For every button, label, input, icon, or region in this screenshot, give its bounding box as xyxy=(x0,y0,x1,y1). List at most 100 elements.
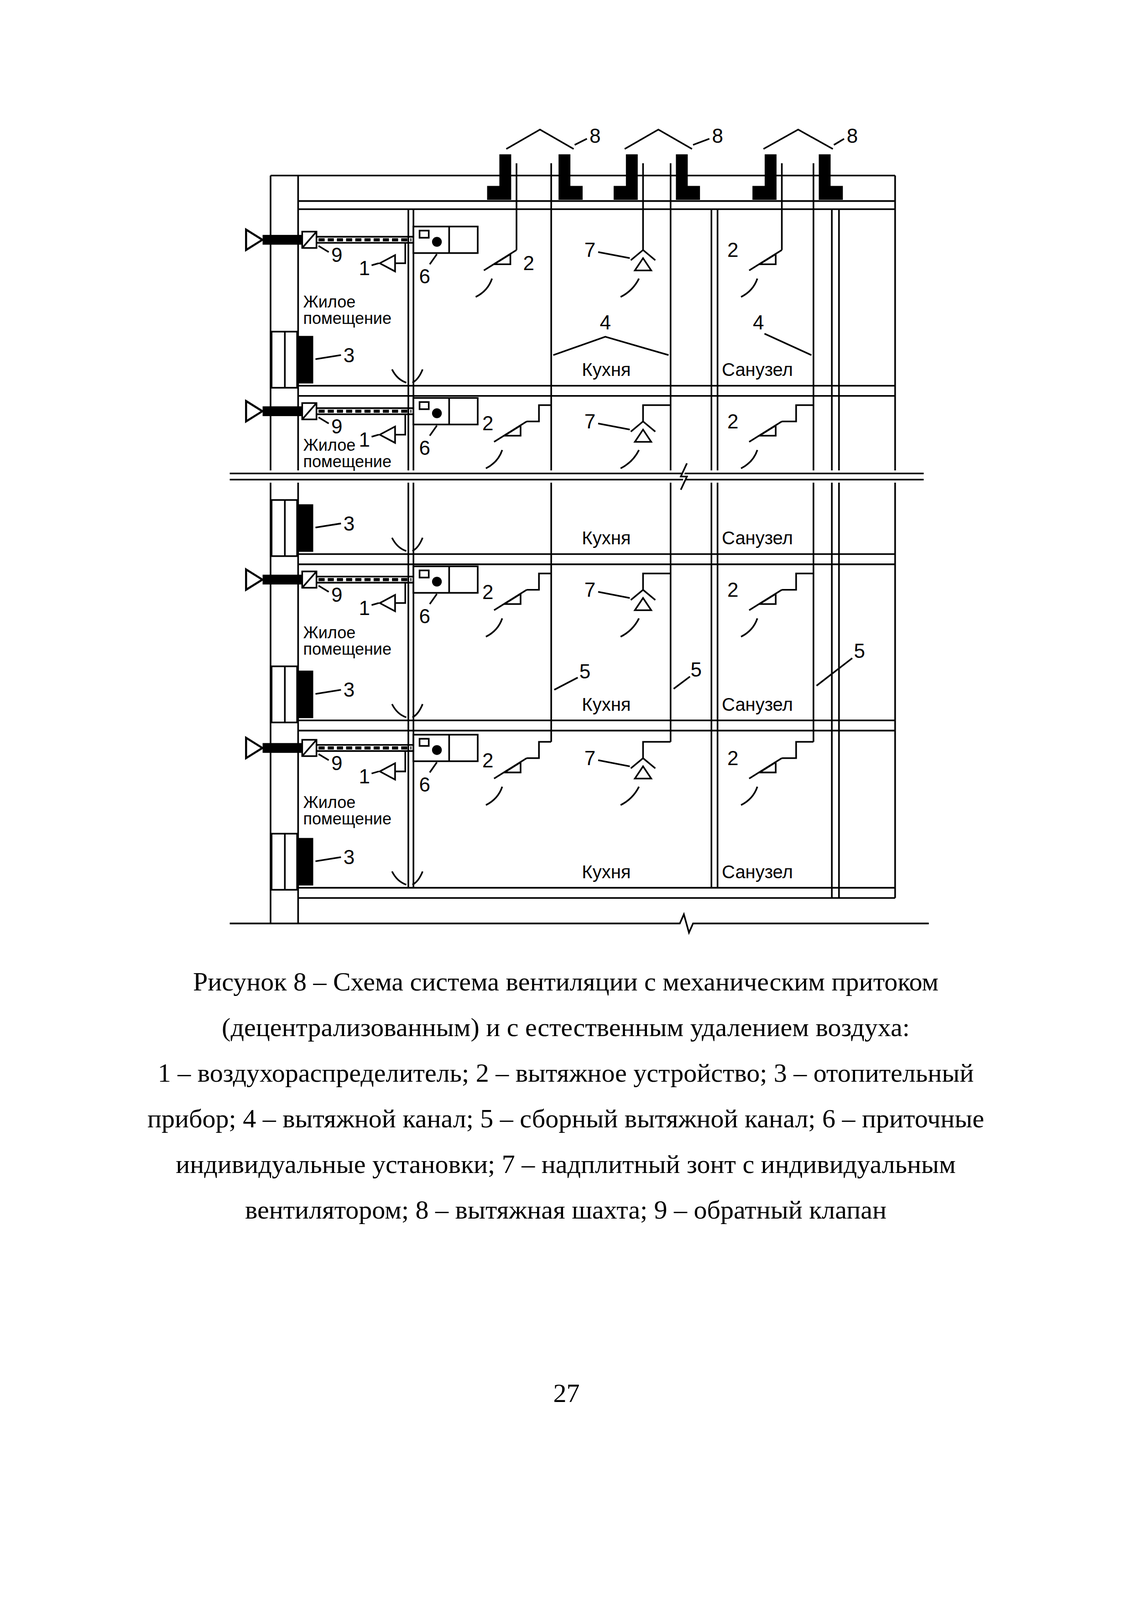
room-label: Санузел xyxy=(721,360,793,379)
callout-number: 4 xyxy=(752,312,764,333)
callout-number: 6 xyxy=(418,606,430,627)
room-label: Жилое помещение xyxy=(302,624,406,658)
callout-number: 3 xyxy=(343,679,355,700)
callout-number: 8 xyxy=(589,125,601,147)
exhaust-duct xyxy=(642,163,645,251)
room-label: Жилое помещение xyxy=(302,794,406,828)
floor-equipment xyxy=(245,226,782,891)
exhaust-duct xyxy=(526,405,552,422)
drawing-lines xyxy=(224,129,931,933)
callout-number: 8 xyxy=(711,125,723,147)
exhaust-duct xyxy=(642,573,671,590)
callout-number: 2 xyxy=(727,239,739,261)
callout-number: 6 xyxy=(418,266,430,287)
room-label: Кухня xyxy=(581,695,631,714)
floor-equipment xyxy=(245,226,782,298)
exhaust-shaft xyxy=(753,155,776,199)
building-structure xyxy=(407,209,410,888)
exhaust-shaft xyxy=(614,155,637,199)
building-structure xyxy=(412,209,415,888)
floor-equipment xyxy=(271,666,423,723)
floor-equipment xyxy=(475,250,517,298)
callout-number: 1 xyxy=(358,258,370,279)
building-structure xyxy=(894,175,897,899)
callout-number: 2 xyxy=(523,253,535,274)
building-structure xyxy=(229,175,929,934)
exhaust-shaft xyxy=(676,155,700,199)
floor-equipment xyxy=(271,331,423,388)
exhaust-shaft xyxy=(763,129,833,149)
callout-number: 2 xyxy=(727,748,739,769)
callout-number: 1 xyxy=(358,598,370,619)
callout-number: 2 xyxy=(727,411,739,432)
exhaust-duct xyxy=(782,741,814,759)
caption-block: Рисунок 8 – Схема система вентиляции с м… xyxy=(136,959,995,1233)
callout-number: 7 xyxy=(584,748,596,769)
room-label: Жилое помещение xyxy=(302,293,406,327)
callout-number: 8 xyxy=(846,125,858,147)
exhaust-shaft xyxy=(506,129,574,149)
room-label: Жилое помещение xyxy=(302,437,406,470)
exhaust-duct xyxy=(554,677,578,690)
building-structure xyxy=(297,886,895,889)
exhaust-duct xyxy=(781,163,783,251)
break-line xyxy=(680,463,687,490)
exhaust-duct xyxy=(669,163,672,742)
building-structure xyxy=(297,730,895,732)
exhaust-duct xyxy=(526,741,552,759)
exhaust-duct xyxy=(673,676,690,689)
building-structure xyxy=(297,897,895,899)
exhaust-duct xyxy=(812,163,815,742)
exhaust-duct xyxy=(526,573,552,590)
callout-number: 9 xyxy=(331,584,343,606)
callout-number: 7 xyxy=(584,411,596,432)
room-label: Кухня xyxy=(581,862,631,882)
exhaust-duct xyxy=(553,336,669,355)
exhaust-shaft xyxy=(624,129,693,149)
floor-equipment xyxy=(271,833,423,890)
callout-number: 7 xyxy=(584,579,596,600)
callout-number: 1 xyxy=(358,429,370,450)
exhaust-duct xyxy=(642,405,671,422)
break-line xyxy=(229,472,924,475)
building-structure xyxy=(297,719,895,722)
break-line xyxy=(229,478,924,481)
callout-number: 3 xyxy=(343,345,355,366)
building-structure xyxy=(297,385,895,387)
exhaust-duct xyxy=(764,333,812,355)
building-structure xyxy=(297,395,895,397)
callout-number: 7 xyxy=(584,239,596,261)
building-structure xyxy=(297,208,895,211)
callout-number: 4 xyxy=(599,312,611,333)
callout-number: 2 xyxy=(482,582,494,603)
exhaust-duct xyxy=(515,163,518,251)
callout-number: 9 xyxy=(331,753,343,774)
callout-number: 5 xyxy=(853,641,865,662)
exhaust-duct xyxy=(816,658,853,686)
callout-number: 2 xyxy=(482,750,494,771)
building-structure xyxy=(297,553,895,556)
callout-number: 1 xyxy=(358,766,370,787)
exhaust-shaft xyxy=(834,138,845,145)
exhaust-shaft xyxy=(487,155,511,199)
page-number: 27 xyxy=(553,1380,580,1407)
exhaust-duct xyxy=(642,741,671,759)
exhaust-shaft xyxy=(693,138,710,145)
building-structure xyxy=(710,209,713,888)
exhaust-duct xyxy=(782,405,814,422)
exhaust-duct xyxy=(550,163,553,742)
figure-caption: Рисунок 8 – Схема система вентиляции с м… xyxy=(136,959,995,1051)
callout-number: 3 xyxy=(343,513,355,534)
exhaust-shaft xyxy=(487,129,845,199)
room-label: Кухня xyxy=(581,528,631,548)
room-label: Санузел xyxy=(721,695,793,714)
building-structure xyxy=(297,563,895,566)
room-label: Санузел xyxy=(721,862,793,882)
exhaust-shaft xyxy=(574,138,588,145)
callout-number: 5 xyxy=(690,659,702,680)
building-structure xyxy=(716,209,719,888)
exhaust-shaft xyxy=(559,155,582,199)
building-structure xyxy=(229,914,929,933)
